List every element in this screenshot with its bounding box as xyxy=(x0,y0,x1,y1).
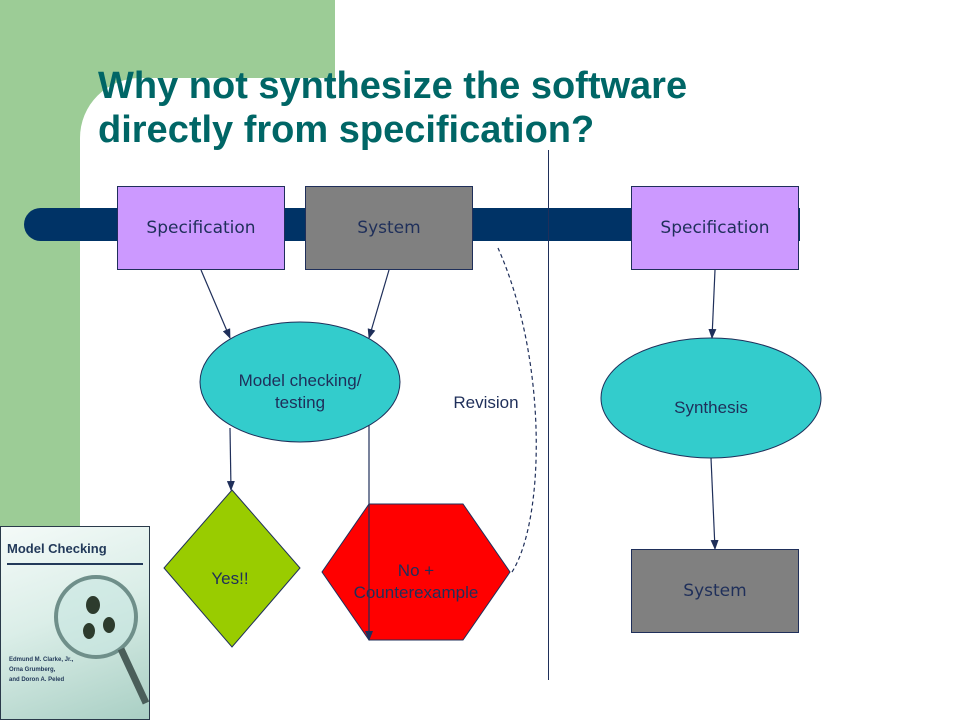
book-title: Model Checking xyxy=(7,541,107,556)
book-cover-image: Model Checking Edmund M. Clarke, Jr., Or… xyxy=(0,526,150,720)
bug-3 xyxy=(83,623,95,639)
bug-2 xyxy=(103,617,115,633)
bug-1 xyxy=(86,596,100,614)
arrow-synthesis-to-system xyxy=(710,457,719,550)
title-line-2: directly from specification? xyxy=(98,109,595,151)
model-checking-label-line-2: testing xyxy=(274,393,326,412)
no-counterexample-label: No + Counterexample xyxy=(320,560,512,604)
specification-label-left: Specification xyxy=(146,218,256,238)
specification-box-left: Specification xyxy=(117,186,285,270)
system-box-bottom: System xyxy=(631,549,799,633)
slide-title: Why not synthesize the software directly… xyxy=(98,64,858,152)
arrow-model-checking-to-yes xyxy=(226,427,235,491)
system-box-top: System xyxy=(305,186,473,270)
no-label-line-2: Counterexample xyxy=(353,583,479,602)
revision-dashed-arrow xyxy=(497,247,537,573)
magnifier-handle xyxy=(117,647,149,705)
yes-decision-node xyxy=(163,489,301,648)
model-checking-label-line-1: Model checking/ xyxy=(238,371,362,390)
system-label-top: System xyxy=(357,218,421,238)
model-checking-label: Model checking/ testing xyxy=(200,370,400,414)
title-line-1: Why not synthesize the software xyxy=(98,65,688,107)
specification-label-right: Specification xyxy=(660,218,770,238)
book-title-underline xyxy=(7,563,143,565)
book-authors: Edmund M. Clarke, Jr., Orna Grumberg, an… xyxy=(9,657,74,683)
system-label-bottom: System xyxy=(683,581,747,601)
arrow-system-to-model-checking xyxy=(367,269,390,339)
specification-box-right: Specification xyxy=(631,186,799,270)
vertical-divider xyxy=(548,150,549,680)
synthesis-label: Synthesis xyxy=(674,398,748,417)
yes-label: Yes!! xyxy=(211,569,249,588)
revision-label: Revision xyxy=(453,393,519,412)
model-checking-node xyxy=(199,321,401,443)
no-label-line-1: No + xyxy=(397,561,435,580)
arrow-spec-to-synthesis xyxy=(708,269,717,339)
arrow-spec-to-model-checking xyxy=(200,269,231,339)
magnifier-lens xyxy=(54,575,138,659)
magnifier-illustration xyxy=(54,575,149,705)
